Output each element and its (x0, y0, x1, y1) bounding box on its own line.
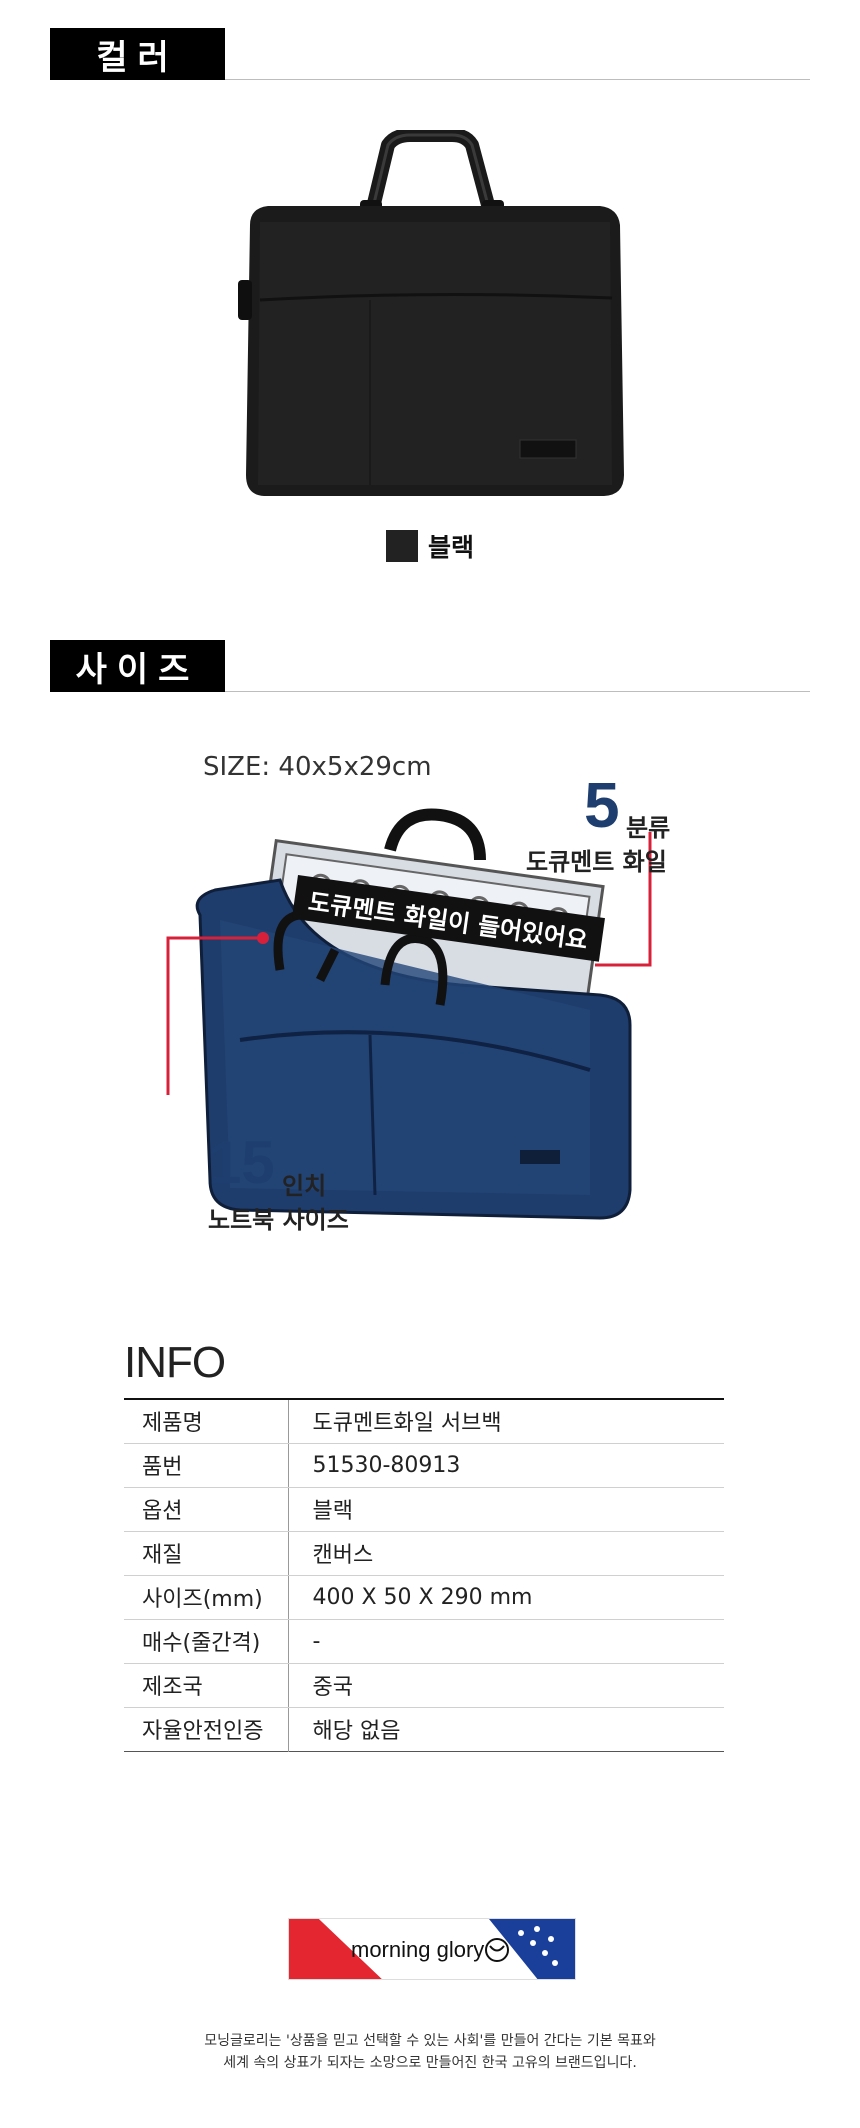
size-section-title: 사이즈 (50, 640, 225, 692)
size-section-header: 사이즈 (50, 640, 810, 692)
info-value: 51530-80913 (288, 1443, 724, 1488)
size-dimension-label: SIZE: 40x5x29cm (203, 752, 432, 782)
info-row: 사이즈(mm)400 X 50 X 290 mm (124, 1575, 724, 1620)
morning-glory-logo: morning glory (288, 1918, 576, 1980)
file-callout-text: 도큐멘트 화일 (526, 848, 667, 876)
info-value: - (288, 1619, 724, 1664)
logo-wordmark: morning glory (351, 1937, 485, 1962)
info-value: 블랙 (288, 1487, 724, 1532)
file-count-unit: 분류 (626, 814, 671, 842)
color-option-label: 블랙 (427, 533, 474, 562)
color-section-header: 컬러 (50, 28, 810, 80)
info-value: 해당 없음 (312, 1719, 401, 1744)
info-key: 옵션 (124, 1487, 289, 1532)
brand-description-line-2: 세계 속의 상표가 되자는 소망으로 만들어진 한국 고유의 브랜드입니다. (223, 2055, 637, 2071)
blue-bag-size-illustration (166, 808, 652, 1220)
info-value: 캔버스 (288, 1531, 724, 1576)
laptop-callout-text: 노트북 사이즈 (208, 1206, 349, 1234)
info-value: 중국 (288, 1663, 724, 1708)
black-swatch (385, 530, 418, 562)
info-key: 재질 (124, 1531, 289, 1576)
info-key: 사이즈(mm) (124, 1575, 289, 1620)
file-count-number: 5 (584, 769, 620, 841)
info-key: 매수(줄간격) (124, 1619, 289, 1664)
color-option: 블랙 (0, 528, 860, 564)
info-row: 매수(줄간격)- (124, 1619, 724, 1664)
logo-graphic (289, 1919, 575, 1979)
brand-description-line-1: 모닝글로리는 '상품을 믿고 선택할 수 있는 사회'를 만들어 간다는 기본 … (204, 2033, 656, 2049)
info-key: 품번 (124, 1443, 289, 1488)
info-key: 제조국 (124, 1663, 289, 1708)
section-divider (225, 691, 810, 692)
color-section-title: 컬러 (50, 28, 225, 80)
info-key: 제품명 (124, 1399, 289, 1444)
laptop-size-number: 15 (208, 1129, 275, 1196)
section-divider (225, 79, 810, 80)
laptop-size-unit: 인치 (282, 1172, 327, 1200)
info-title: INFO (124, 1338, 226, 1387)
info-value: 400 X 50 X 290 mm (288, 1575, 724, 1620)
info-row: 자율안전인증 해당 없음 (124, 1707, 724, 1751)
black-bag-image (238, 130, 624, 496)
info-value: 도큐멘트화일 서브백 (288, 1399, 724, 1444)
info-key: 자율안전인증 (124, 1707, 289, 1751)
